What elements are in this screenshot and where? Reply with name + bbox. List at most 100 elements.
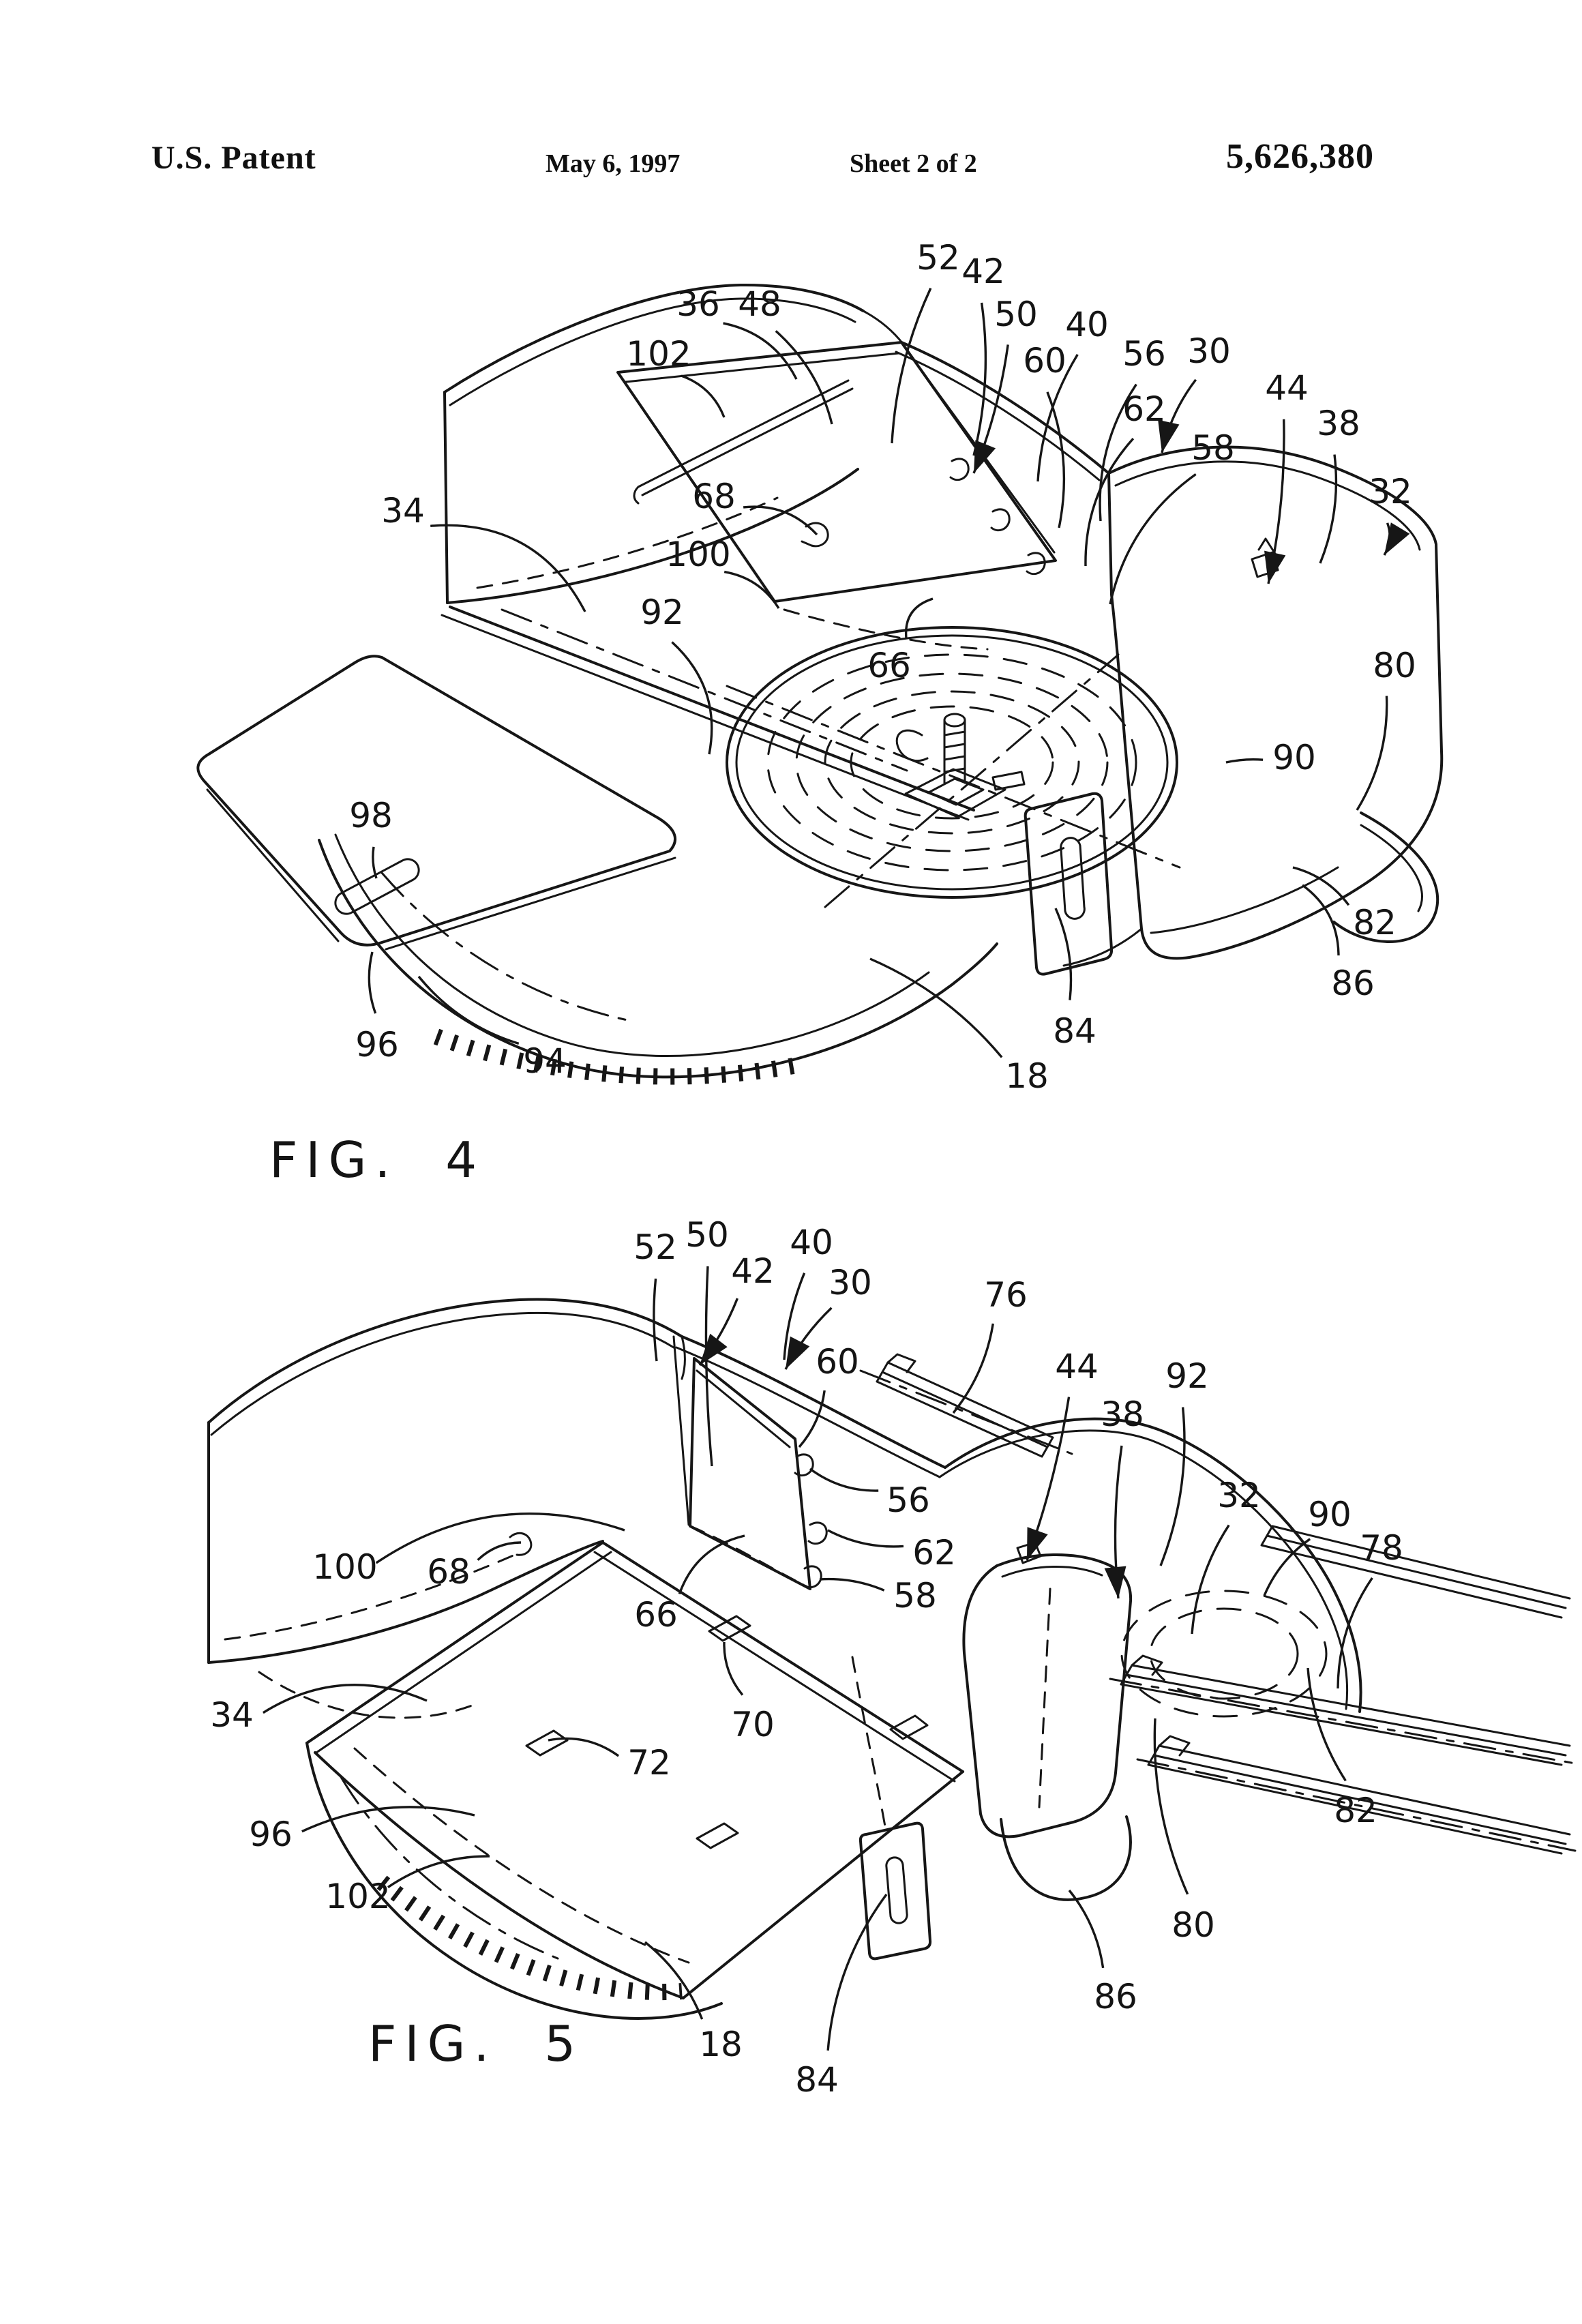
ref-numeral-60: 60	[816, 1342, 859, 1382]
ref-numeral-80: 80	[1171, 1905, 1215, 1945]
rocker-inner	[334, 833, 930, 1058]
seatback-top-edge-inner	[449, 297, 856, 406]
leader-line-82	[1307, 1667, 1347, 1782]
ref-numeral-62: 62	[1122, 389, 1166, 429]
leader-line-80	[1356, 696, 1388, 811]
leader-line-80	[1153, 1718, 1189, 1895]
seatback-dashed	[224, 1551, 522, 1641]
floor-nw-edge	[305, 1541, 604, 1744]
hub-base	[904, 768, 1006, 818]
ref-numeral-42: 42	[961, 252, 1005, 291]
leader-line-56	[809, 1468, 879, 1492]
ref-numeral-98: 98	[349, 796, 393, 835]
leader-line-72	[548, 1737, 620, 1757]
recess-dashed	[795, 672, 1109, 852]
ref-numeral-18: 18	[699, 2025, 743, 2064]
leader-arrow-44	[1027, 1527, 1048, 1560]
leader-line-90	[1263, 1538, 1311, 1596]
right-wall	[1107, 445, 1444, 960]
wall-to-latch	[1062, 927, 1143, 967]
leader-line-82	[1292, 866, 1350, 906]
ref-numeral-44: 44	[1265, 368, 1309, 408]
hub-tab	[991, 771, 1026, 791]
floor-sw-curve	[314, 1751, 685, 1999]
leader-line-68	[743, 505, 818, 536]
ref-numeral-38: 38	[1317, 404, 1360, 443]
rail-76	[876, 1361, 1054, 1458]
latch-plate	[859, 1821, 932, 1961]
seatback-left-edge	[443, 391, 449, 604]
leader-line-66	[904, 597, 934, 640]
ref-numeral-60: 60	[1023, 341, 1066, 381]
rail-low	[1147, 1744, 1571, 1855]
leader-line-100	[723, 570, 780, 609]
ref-numeral-50: 50	[994, 295, 1038, 334]
floor-tab	[889, 1714, 929, 1740]
leader-line-92	[671, 641, 713, 755]
floor-tab	[708, 1615, 751, 1642]
bin-rim-inner	[895, 351, 1101, 481]
tray-slot	[334, 858, 420, 915]
leader-line-56	[1099, 383, 1137, 522]
leader-line-90	[1225, 758, 1264, 764]
ref-numeral-40: 40	[1065, 305, 1109, 344]
leader-line-34	[430, 524, 586, 612]
leader-line-84	[826, 1893, 888, 2051]
ref-numeral-68: 68	[692, 477, 736, 516]
leader-line-86	[1068, 1889, 1105, 1969]
ref-numeral-100: 100	[312, 1547, 377, 1587]
ref-numeral-102: 102	[325, 1877, 390, 1916]
rocker-outer	[318, 839, 998, 1079]
recess-dashed	[824, 690, 1080, 835]
ref-numeral-82: 82	[1353, 903, 1397, 942]
divider-clip	[794, 1453, 814, 1477]
ref-numeral-38: 38	[1101, 1395, 1144, 1434]
leader-line-102	[387, 1855, 490, 1888]
ref-numeral-18: 18	[1005, 1056, 1049, 1096]
right-wall-inner	[1114, 460, 1421, 551]
seatback-dashed-line	[476, 496, 779, 589]
rail-76-centerline	[859, 1369, 1073, 1455]
leader-line-58	[819, 1577, 885, 1592]
right-wall-bottom	[1150, 866, 1339, 934]
ref-numeral-72: 72	[627, 1743, 671, 1783]
cushion-arc	[258, 1671, 479, 1719]
divider-panel	[616, 341, 1057, 603]
leader-line-78	[1337, 1577, 1373, 1689]
ref-numeral-82: 82	[1334, 1791, 1377, 1830]
recess-outer	[726, 626, 1178, 899]
divider-clip	[1026, 552, 1046, 576]
cowl-edge	[681, 1335, 946, 1469]
cowl-edge-inner	[675, 1346, 941, 1478]
ref-numeral-52: 52	[633, 1227, 677, 1267]
leader-line-36	[723, 322, 798, 380]
recess-dashed	[850, 705, 1054, 820]
floor-ne-edge	[601, 1541, 964, 1773]
ref-numeral-84: 84	[795, 2060, 839, 2100]
leader-line-94	[417, 975, 520, 1045]
leader-line-40	[1036, 354, 1079, 482]
bin-rim	[900, 341, 1110, 475]
seatback-bottom-edge	[446, 468, 859, 604]
belt-loop	[1332, 811, 1439, 943]
leader-line-92	[1159, 1407, 1186, 1566]
figure5-art	[207, 1298, 1577, 2020]
divider-panel	[689, 1357, 811, 1590]
rail-low-end	[1158, 1735, 1191, 1757]
ref-numeral-84: 84	[1053, 1011, 1096, 1051]
ref-numeral-30: 30	[829, 1263, 872, 1302]
leader-line-48	[775, 330, 833, 425]
rocker-outer	[305, 1742, 723, 2020]
leader-line-62	[827, 1529, 904, 1548]
header-date: May 6, 1997	[546, 149, 681, 178]
belt-loop-inner	[1360, 824, 1423, 912]
leader-arrow-44	[1264, 550, 1286, 584]
floor-dashed	[353, 1747, 690, 1964]
leader-line-84	[1054, 908, 1073, 1000]
leader-line-58	[1109, 473, 1197, 605]
divider-top-inner	[696, 1369, 791, 1448]
divider-clip	[802, 1565, 822, 1589]
leader-line-38	[1319, 454, 1338, 564]
floor-tab	[696, 1822, 739, 1849]
leader-line-18	[644, 1941, 704, 2020]
